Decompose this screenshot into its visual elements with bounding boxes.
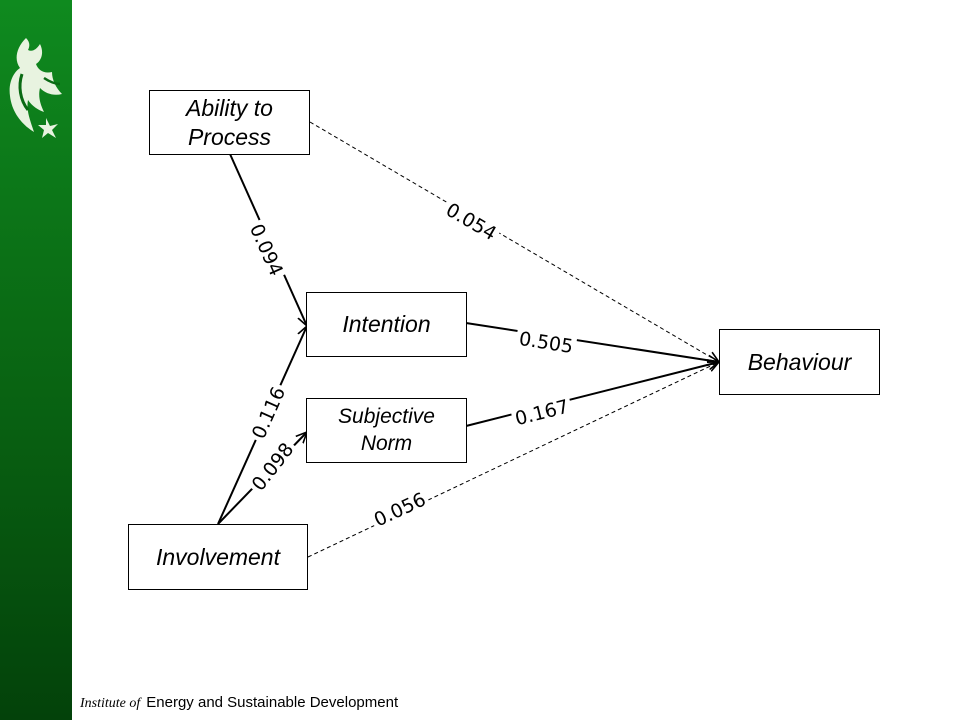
coef-ability-intention: 0.094 xyxy=(245,221,287,280)
node-ability-label: Ability to Process xyxy=(186,94,273,150)
node-intention: Intention xyxy=(306,292,467,357)
node-intention-label: Intention xyxy=(342,311,431,338)
node-subjective-norm: Subjective Norm xyxy=(306,398,467,463)
edge-norm-behaviour xyxy=(465,362,719,427)
footer-institute: Institute of xyxy=(80,696,141,711)
node-involvement: Involvement xyxy=(128,524,308,590)
footer-name: Energy and Sustainable Development xyxy=(146,694,399,711)
node-behaviour-label: Behaviour xyxy=(747,348,852,375)
node-subjective-norm-label: Subjective Norm xyxy=(338,405,435,455)
coef-involvement-behaviour: 0.056 xyxy=(371,489,430,532)
coef-involvement-intention: 0.116 xyxy=(248,384,290,443)
coef-intention-behaviour: 0.505 xyxy=(517,328,574,358)
coef-ability-behaviour: 0.054 xyxy=(442,199,500,245)
edge-involvement-behaviour xyxy=(307,362,719,558)
leaf-crest-icon xyxy=(9,38,62,138)
edge-intention-behaviour xyxy=(465,322,719,362)
node-involvement-label: Involvement xyxy=(155,543,280,570)
edge-ability-behaviour xyxy=(309,121,719,362)
green-sidebar xyxy=(0,0,72,720)
node-ability-to-process: Ability to Process xyxy=(149,90,310,155)
node-behaviour: Behaviour xyxy=(719,329,880,395)
footer: Institute of Energy and Sustainable Devel… xyxy=(80,694,398,712)
